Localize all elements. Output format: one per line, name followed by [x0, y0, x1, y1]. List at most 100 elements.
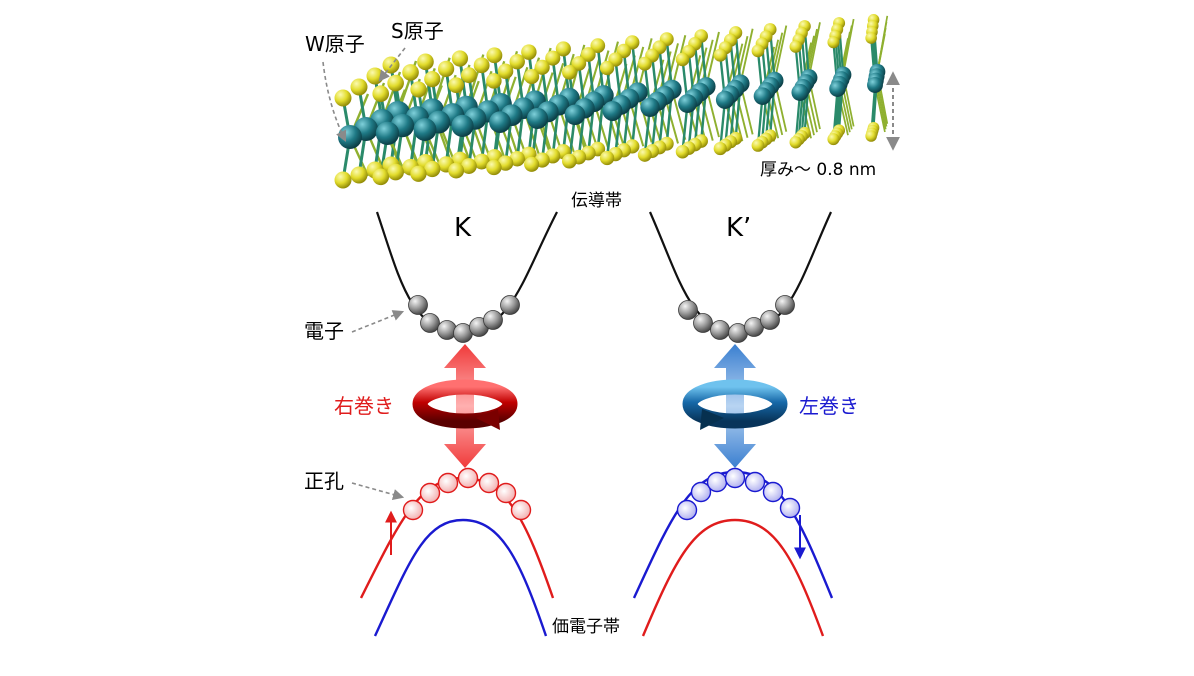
w-atom-pointer-arrow — [322, 61, 347, 143]
electron — [500, 295, 520, 315]
w-atom — [526, 107, 549, 129]
w-atom — [791, 83, 809, 101]
electron — [678, 300, 698, 320]
s-atom — [562, 153, 577, 169]
s-atom — [366, 67, 384, 85]
s-atom — [334, 171, 352, 189]
s-atom — [497, 63, 514, 79]
hole — [478, 472, 500, 494]
transition-arrow-k-prime — [714, 344, 756, 468]
hole — [676, 499, 698, 521]
w-atom — [753, 87, 772, 105]
hole — [419, 482, 441, 504]
s-atom — [402, 64, 419, 81]
s-atom — [534, 59, 550, 75]
electron-pointer-arrow — [351, 310, 405, 333]
right-circular-polarization-ring — [412, 379, 518, 430]
s-atom — [437, 60, 455, 77]
s-atom — [509, 150, 525, 167]
s-atom — [460, 158, 477, 174]
hole — [744, 471, 766, 493]
w-atom — [564, 104, 586, 125]
w-atom — [829, 80, 846, 97]
valley-k-label: K — [454, 213, 472, 243]
electron — [760, 310, 780, 330]
electron — [693, 313, 713, 333]
hole — [437, 472, 459, 494]
s-atom — [713, 142, 727, 156]
s-atom — [524, 156, 540, 172]
electron — [483, 310, 503, 330]
s-atom — [827, 133, 840, 146]
ws2-crystal-lattice — [334, 14, 889, 189]
w-atom — [338, 125, 362, 149]
w-atom — [375, 121, 400, 145]
s-atom — [460, 67, 477, 84]
w-atom — [489, 111, 511, 133]
s-atom — [675, 144, 690, 159]
w-atom — [715, 90, 735, 109]
s-atom — [713, 48, 727, 62]
s-atom — [545, 50, 561, 66]
carriers — [402, 295, 801, 521]
s-atom — [590, 38, 606, 53]
s-atom — [599, 150, 615, 166]
valley-k-prime-label: K’ — [726, 213, 752, 243]
s-atom — [486, 159, 502, 176]
s-atom — [451, 50, 469, 67]
s-atom — [521, 44, 537, 60]
s-atom — [865, 130, 877, 142]
s-atom — [751, 139, 765, 152]
hole — [402, 499, 424, 521]
s-atom — [555, 41, 571, 57]
s-atom — [334, 89, 352, 107]
s-atom — [350, 78, 368, 96]
electron — [775, 295, 795, 315]
valence-band-k-blue — [373, 518, 548, 637]
s-atom — [473, 57, 490, 74]
s-atom — [675, 52, 690, 67]
s-atom — [448, 162, 465, 179]
electron — [408, 295, 428, 315]
s-atom — [599, 60, 615, 76]
hole — [762, 481, 784, 503]
s-atom — [562, 64, 577, 80]
s-atom — [372, 168, 390, 186]
s-atom — [509, 53, 525, 70]
s-atom — [571, 56, 587, 71]
w-atom — [867, 77, 883, 93]
hole — [706, 471, 728, 493]
s-atom — [410, 81, 427, 98]
hole — [779, 497, 801, 519]
hole — [457, 467, 479, 489]
s-atom — [789, 40, 802, 53]
s-atom — [424, 71, 441, 88]
s-atom — [827, 36, 840, 49]
hole — [510, 499, 532, 521]
w-atom — [413, 118, 437, 141]
s-atom — [473, 153, 490, 170]
w-atom — [451, 114, 474, 137]
hole-pointer-arrow — [351, 482, 405, 500]
hole-label: 正孔 — [304, 469, 344, 493]
s-atom — [865, 32, 877, 44]
s-atom — [789, 136, 802, 149]
s-atom — [387, 163, 404, 181]
electron-label: 電子 — [304, 319, 344, 343]
hole — [495, 482, 517, 504]
left-circular-polarization-ring — [682, 379, 788, 430]
s-atom — [410, 165, 427, 182]
electron — [710, 320, 730, 340]
w-atom — [678, 94, 697, 113]
s-atom — [524, 69, 540, 85]
w-atom-label: W原子 — [305, 32, 365, 56]
valence-band-k-prime-blue — [632, 470, 834, 599]
s-atom — [637, 147, 652, 162]
s-atom — [580, 47, 596, 62]
s-atom-label: S原子 — [391, 19, 444, 43]
valence-band-k-prime-red — [641, 518, 825, 637]
hole — [724, 467, 746, 489]
s-atom — [751, 44, 765, 58]
